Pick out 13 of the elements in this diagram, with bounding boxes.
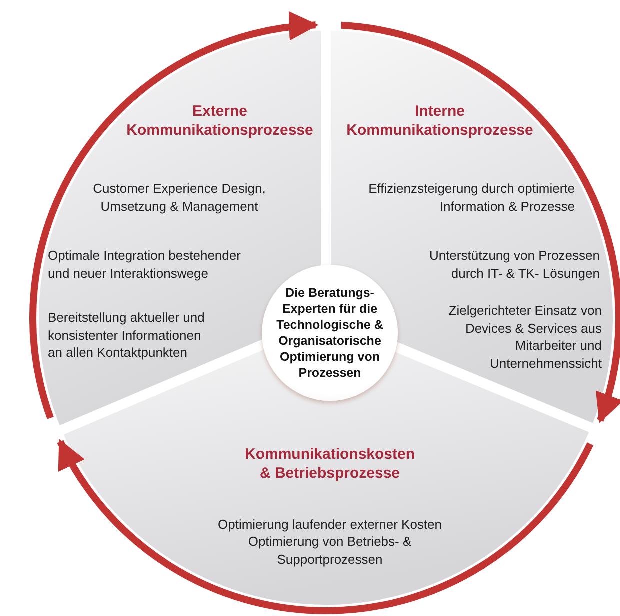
segment-heading: Externe Kommunikationsprozesse: [126, 102, 314, 140]
arrow: [57, 439, 594, 614]
segment-text: Optimale Integration bestehender und neuer Interaktionswege: [48, 247, 242, 282]
center-text: Die Beratungs-Experten für die Technologische & Organisatorische Optimierung von Prozessen: [276, 285, 384, 381]
segment-heading: Kommunikationskosten & Betriebsprozesse: [244, 445, 416, 483]
segment-heading: Interne Kommunikationsprozesse: [346, 102, 534, 140]
segment-text: Optimierung von Betriebs- & Supportprozessen: [247, 533, 413, 568]
segment-text: Zielgerichteter Einsatz von Devices & Services aus Mitarbeiter und Unternehmenssicht: [448, 302, 602, 372]
segment-text: Effizienzsteigerung durch optimierte Information & Prozesse: [368, 180, 575, 215]
segment-text: Optimierung laufender externer Kosten: [216, 516, 443, 534]
segment-text: Bereitstellung aktueller und konsistenter Informationen an allen Kontaktpunkten: [48, 309, 206, 362]
segment-text: Customer Experience Design, Umsetzung & Management: [92, 180, 267, 215]
segment-text: Unterstützung von Prozessen durch IT- & TK- Lösungen: [428, 247, 600, 282]
